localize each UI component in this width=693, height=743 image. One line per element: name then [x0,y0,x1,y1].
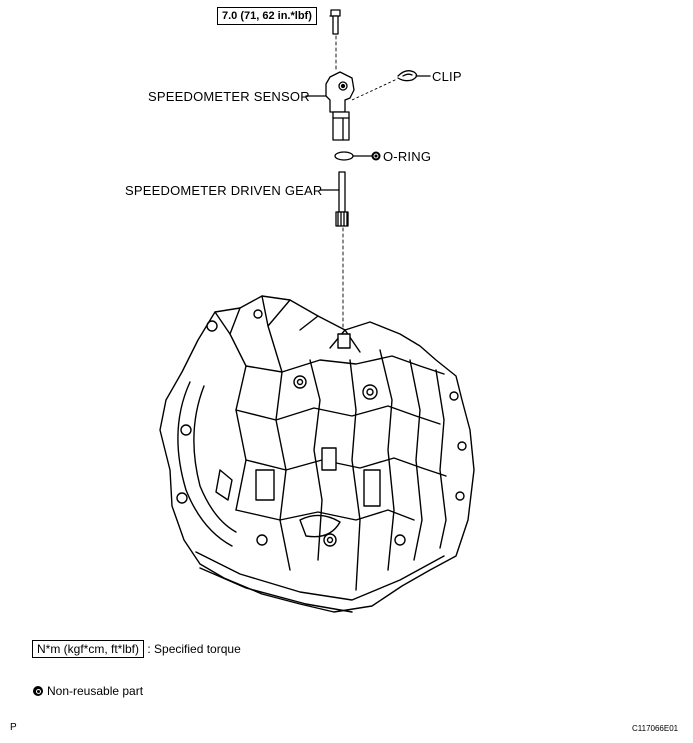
clip-dashed-line [351,79,396,101]
label-o-ring: O-RING [383,149,432,164]
footer-left-mark: P [10,722,17,733]
legend-nonreusable: Non-reusable part [33,684,143,698]
label-speedometer-driven-gear: SPEEDOMETER DRIVEN GEAR [125,183,323,198]
speedometer-sensor [325,71,355,141]
legend-nonreusable-text: Non-reusable part [47,684,144,698]
non-reusable-part-icon [33,686,43,696]
speedometer-driven-gear [335,171,349,227]
figure-id: C117066E01 [632,724,679,733]
o-ring [334,151,354,161]
bolt [330,9,341,35]
label-speedometer-sensor: SPEEDOMETER SENSOR [148,89,310,104]
oring-nonreusable-icon [371,151,381,161]
legend-torque-unit-box: N*m (kgf*cm, ft*lbf) [32,640,145,658]
transaxle-assembly [159,295,475,613]
clip [397,70,418,82]
label-clip: CLIP [432,69,462,84]
legend-torque-text: : Specified torque [147,642,241,656]
legend-torque: N*m (kgf*cm, ft*lbf) : Specified torque [32,640,241,658]
torque-spec-box: 7.0 (71, 62 in.*lbf) [217,7,317,25]
